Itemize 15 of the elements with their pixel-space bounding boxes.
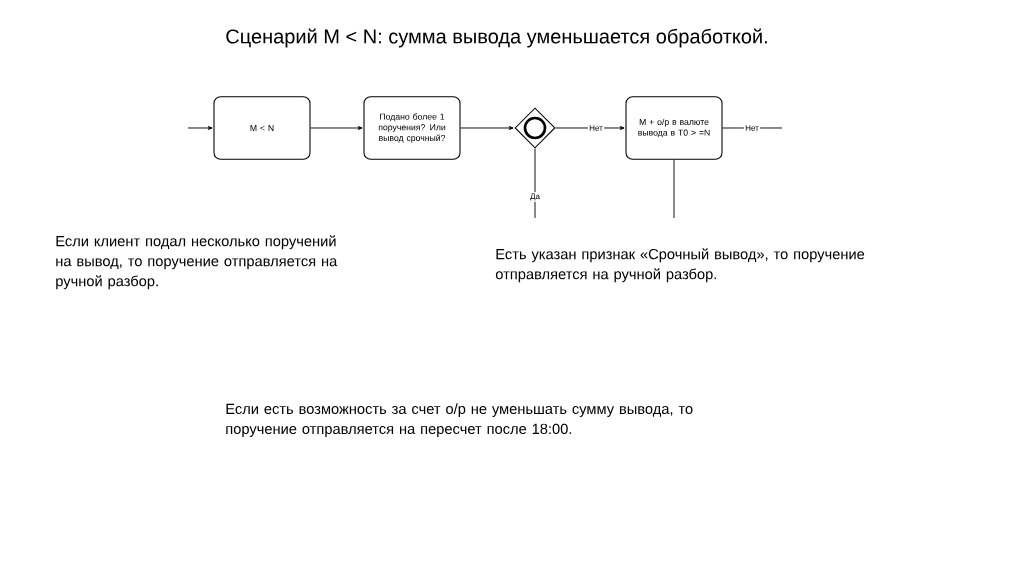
gateway-diamond [514,107,556,149]
edge-label: Да [528,192,542,202]
process-box: Подано более 1 поручения? Или вывод срочный? [363,96,461,160]
edge-label: Нет [743,123,761,133]
arrow [187,126,213,130]
note-text: Есть указан признак «Срочный вывод», то поручение отправляется на ручной разбор. [495,248,865,283]
note-text: Если клиент подал несколько поручений на вывод, то поручение отправляется на ручной разбор. [56,235,338,290]
arrow [460,126,514,130]
arrow [310,126,363,130]
arrow [555,126,625,130]
note-text: Если есть возможность за счет о/р не уменьшать сумму вывода, то поручение отправляется на пересчет после 18:00. [226,403,693,437]
edge-label: Нет [587,123,605,133]
process-box: M < N [213,96,311,160]
process-box: M + о/р в валюте вывода в T0 > =N [625,96,723,160]
title: Сценарий M < N: сумма вывода уменьшается обработкой. [226,28,767,48]
